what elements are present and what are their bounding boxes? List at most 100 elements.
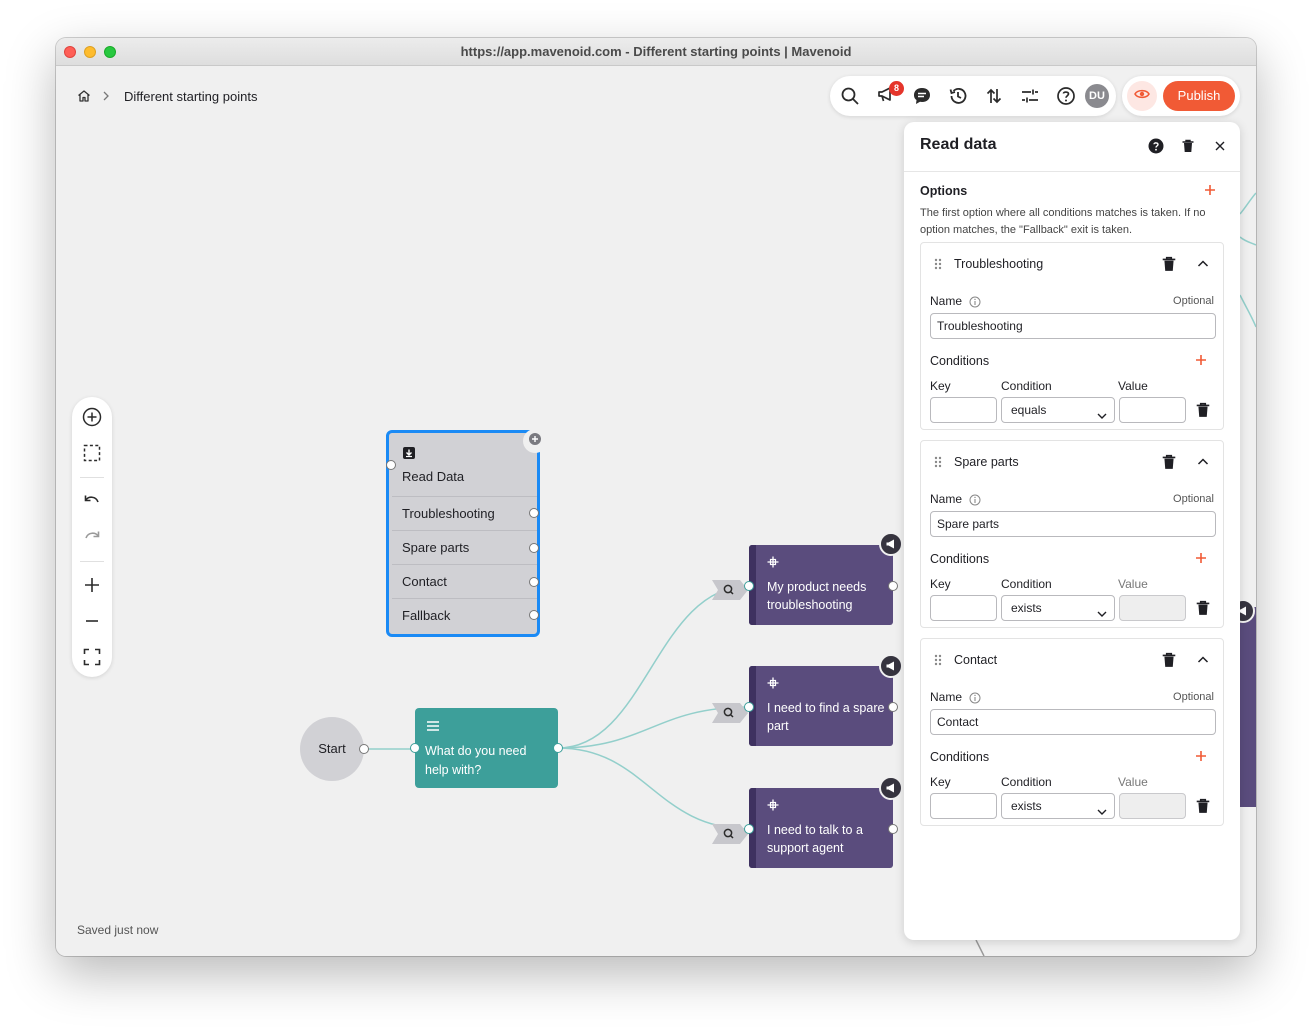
question-output-port[interactable] xyxy=(553,743,563,753)
drag-handle-icon[interactable] xyxy=(933,653,943,667)
redo-icon[interactable] xyxy=(80,525,104,549)
zoom-out-icon[interactable] xyxy=(80,609,104,633)
trash-icon[interactable] xyxy=(1161,454,1177,470)
condition-select[interactable]: equals xyxy=(1001,397,1115,423)
download-icon xyxy=(402,446,416,465)
port-troubleshooting[interactable] xyxy=(529,508,539,518)
question-input-port[interactable] xyxy=(410,743,420,753)
announcements-button[interactable]: 8 xyxy=(874,81,904,109)
trash-icon[interactable] xyxy=(1195,798,1211,814)
info-icon[interactable] xyxy=(969,493,981,506)
condition-value-input xyxy=(1119,793,1186,819)
answer-input-port[interactable] xyxy=(744,824,754,834)
read-data-output-spare-parts[interactable]: Spare parts xyxy=(392,530,537,564)
trash-icon[interactable] xyxy=(1161,256,1177,272)
port-fallback[interactable] xyxy=(529,610,539,620)
port-contact[interactable] xyxy=(529,577,539,587)
add-node-icon[interactable] xyxy=(80,405,104,429)
megaphone-icon xyxy=(876,84,896,109)
start-output-port[interactable] xyxy=(359,744,369,754)
trash-icon[interactable] xyxy=(1161,652,1177,668)
add-connection-button[interactable] xyxy=(523,429,547,453)
condition-select[interactable]: exists xyxy=(1001,793,1115,819)
add-condition-button[interactable] xyxy=(1193,550,1209,566)
breadcrumb-current[interactable]: Different starting points xyxy=(124,88,258,104)
add-condition-button[interactable] xyxy=(1193,748,1209,764)
conditions-label: Conditions xyxy=(930,750,990,764)
answer-output-port[interactable] xyxy=(888,824,898,834)
search-tag[interactable] xyxy=(712,824,748,844)
read-data-output-troubleshooting[interactable]: Troubleshooting xyxy=(392,496,537,530)
fit-view-icon[interactable] xyxy=(80,645,104,669)
megaphone-icon[interactable] xyxy=(879,776,903,800)
preview-button[interactable] xyxy=(1127,81,1157,111)
read-data-input-port[interactable] xyxy=(386,460,396,470)
chevron-up-icon[interactable] xyxy=(1195,256,1211,272)
add-condition-button[interactable] xyxy=(1193,352,1209,368)
megaphone-icon[interactable] xyxy=(879,532,903,556)
add-option-button[interactable] xyxy=(1202,182,1218,198)
zoom-in-icon[interactable] xyxy=(80,573,104,597)
info-icon[interactable] xyxy=(969,691,981,704)
chevron-up-icon[interactable] xyxy=(1195,454,1211,470)
select-area-icon[interactable] xyxy=(80,441,104,465)
trash-icon[interactable] xyxy=(1195,402,1211,418)
answer-input-port[interactable] xyxy=(744,702,754,712)
read-data-node[interactable]: Read Data Troubleshooting Spare parts Co… xyxy=(386,429,547,637)
condition-select-value: exists xyxy=(1011,601,1042,615)
avatar[interactable]: DU xyxy=(1085,84,1109,108)
answer-output-port[interactable] xyxy=(888,581,898,591)
conditions-label: Conditions xyxy=(930,354,990,368)
megaphone-icon[interactable] xyxy=(879,654,903,678)
maximize-window-button[interactable] xyxy=(104,46,116,58)
condition-value-input[interactable] xyxy=(1119,397,1186,423)
drag-handle-icon[interactable] xyxy=(933,257,943,271)
option-name-input[interactable] xyxy=(930,511,1216,537)
chevron-right-icon xyxy=(102,89,110,104)
search-tag[interactable] xyxy=(712,580,748,600)
answer-input-port[interactable] xyxy=(744,581,754,591)
publish-group: Publish xyxy=(1122,76,1240,116)
settings-sliders-icon[interactable] xyxy=(1018,84,1042,108)
question-node[interactable]: What do you need help with? xyxy=(415,708,558,788)
trash-icon[interactable] xyxy=(1179,137,1197,155)
port-spare-parts[interactable] xyxy=(529,543,539,553)
name-label: Name xyxy=(930,690,963,704)
option-name-input[interactable] xyxy=(930,313,1216,339)
option-name-input[interactable] xyxy=(930,709,1216,735)
minimize-window-button[interactable] xyxy=(84,46,96,58)
help-icon[interactable] xyxy=(1054,84,1078,108)
chevron-up-icon[interactable] xyxy=(1195,652,1211,668)
history-icon[interactable] xyxy=(946,84,970,108)
condition-key-input[interactable] xyxy=(930,397,997,423)
home-icon[interactable] xyxy=(76,88,92,104)
info-icon[interactable] xyxy=(969,295,981,308)
search-icon[interactable] xyxy=(838,84,862,108)
trash-icon[interactable] xyxy=(1195,600,1211,616)
move-icon xyxy=(767,677,779,692)
help-icon[interactable] xyxy=(1147,137,1165,155)
close-window-button[interactable] xyxy=(64,46,76,58)
chat-icon[interactable] xyxy=(910,84,934,108)
drag-handle-icon[interactable] xyxy=(933,455,943,469)
close-icon[interactable] xyxy=(1211,137,1229,155)
publish-button[interactable]: Publish xyxy=(1163,81,1235,111)
answer-node[interactable]: I need to talk to a support agent xyxy=(749,788,893,868)
answer-node[interactable]: I need to find a spare part xyxy=(749,666,893,746)
read-data-output-contact[interactable]: Contact xyxy=(392,564,537,598)
condition-select[interactable]: exists xyxy=(1001,595,1115,621)
option-card-contact: Contact Name Optional Conditions Key xyxy=(920,638,1224,826)
condition-select-value: exists xyxy=(1011,799,1042,813)
condition-key-input[interactable] xyxy=(930,793,997,819)
undo-icon[interactable] xyxy=(80,489,104,513)
flow-canvas[interactable]: Different starting points 8 xyxy=(56,67,1256,956)
read-data-output-fallback[interactable]: Fallback xyxy=(392,598,537,632)
start-node[interactable]: Start xyxy=(300,717,364,781)
condition-key-input[interactable] xyxy=(930,595,997,621)
notification-badge: 8 xyxy=(889,81,904,96)
search-tag[interactable] xyxy=(712,703,748,723)
editor-toolbar: 8 DU xyxy=(830,76,1116,116)
import-export-icon[interactable] xyxy=(982,84,1006,108)
answer-node[interactable]: My product needs troubleshooting xyxy=(749,545,893,625)
answer-output-port[interactable] xyxy=(888,702,898,712)
